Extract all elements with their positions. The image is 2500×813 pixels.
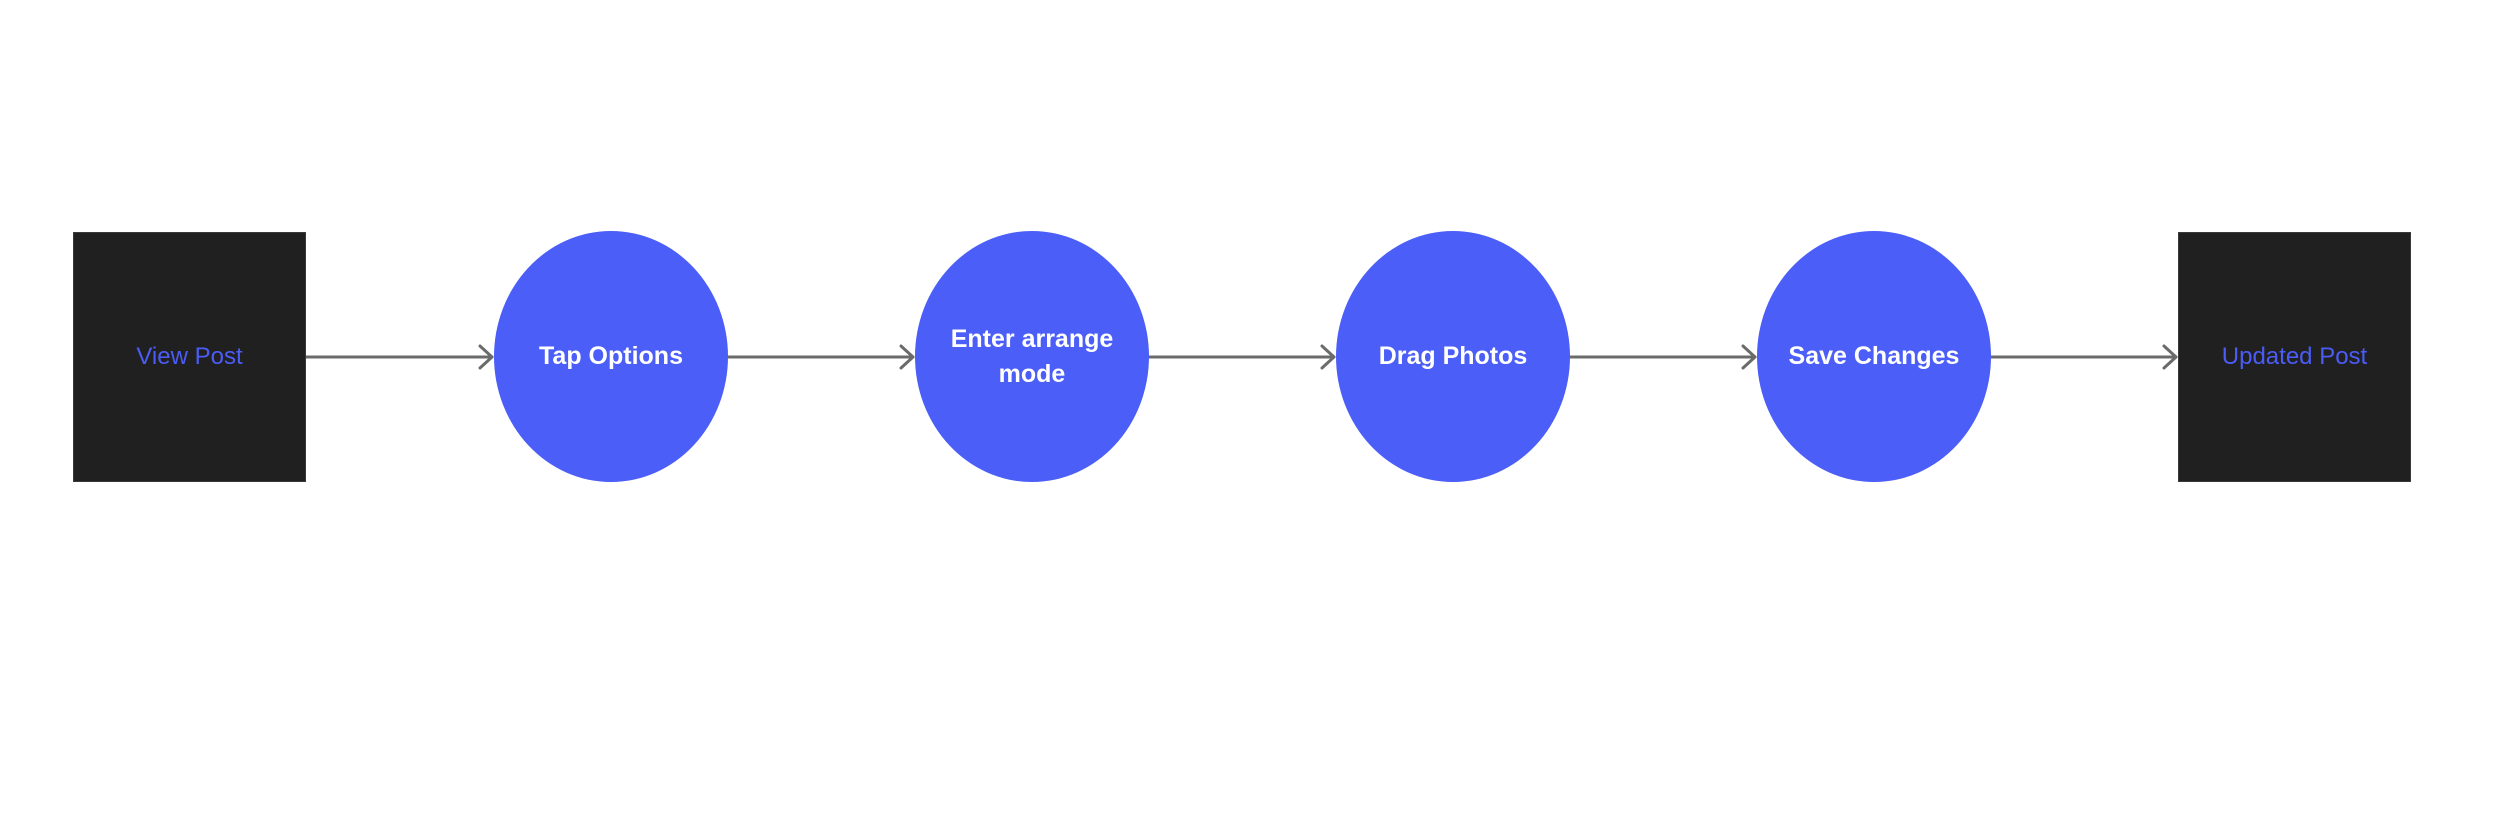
connector-view-post-to-tap-options xyxy=(304,344,494,370)
node-label-updated-post: Updated Post xyxy=(2221,343,2368,371)
connector-enter-arrange-mode-to-drag-photos xyxy=(1147,344,1336,370)
connector-save-changes-to-updated-post xyxy=(1989,344,2178,370)
node-view-post[interactable]: View Post xyxy=(73,232,306,482)
node-label-save-changes: Save Changes xyxy=(1788,342,1960,370)
node-updated-post[interactable]: Updated Post xyxy=(2178,232,2411,482)
node-label-tap-options: Tap Options xyxy=(539,342,683,370)
connector-drag-photos-to-save-changes xyxy=(1568,344,1757,370)
node-label-enter-arrange-mode: Enter arrange mode xyxy=(950,324,1114,388)
node-tap-options[interactable]: Tap Options xyxy=(494,231,728,482)
node-drag-photos[interactable]: Drag Photos xyxy=(1336,231,1570,482)
node-label-drag-photos: Drag Photos xyxy=(1378,342,1528,370)
connector-tap-options-to-enter-arrange-mode xyxy=(726,344,915,370)
node-enter-arrange-mode[interactable]: Enter arrange mode xyxy=(915,231,1149,482)
node-label-view-post: View Post xyxy=(136,343,243,371)
node-save-changes[interactable]: Save Changes xyxy=(1757,231,1991,482)
